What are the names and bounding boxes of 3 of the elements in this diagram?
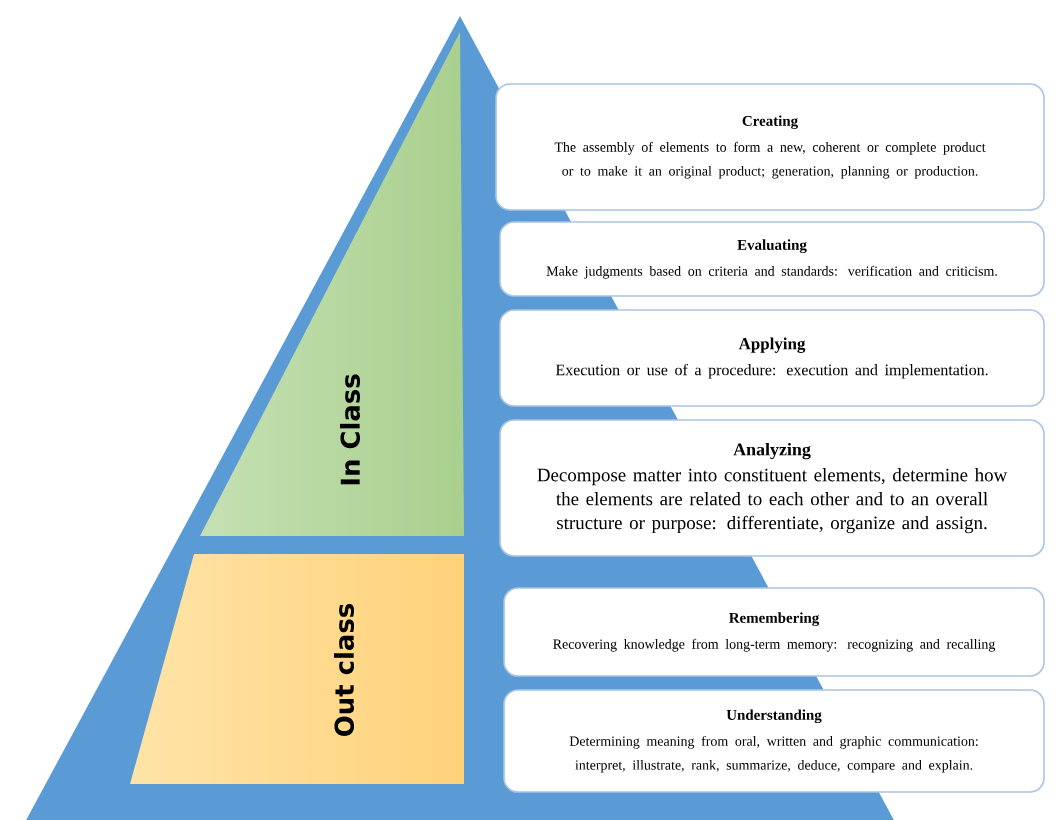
pyramid-section: Out class xyxy=(334,604,355,736)
pyramid-section: In Class xyxy=(340,374,361,485)
text-box: Analyzing Decompose matter into constituent elements, determine how the elements are related to each other and to an overall structure or purpose: differentiate, organize and assign. xyxy=(499,419,1045,557)
